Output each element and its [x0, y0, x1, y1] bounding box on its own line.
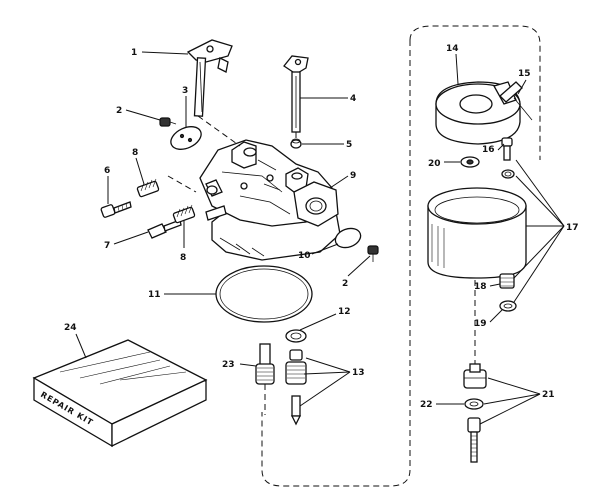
part-12-washer	[285, 329, 307, 343]
part-21-bowl-screw	[467, 417, 481, 463]
callout-7: 7	[104, 241, 110, 251]
part-2-screw-upper	[159, 117, 177, 127]
part-17-fuel-bowl	[427, 187, 527, 279]
callout-2-upper: 2	[116, 106, 122, 116]
callout-9: 9	[350, 171, 356, 181]
part-2-screw-lower	[367, 245, 379, 262]
callout-12: 12	[338, 307, 351, 317]
callout-24: 24	[64, 323, 77, 333]
callout-15: 15	[518, 69, 531, 79]
callout-1: 1	[131, 48, 137, 58]
part-24-repair-kit: REPAIR KIT	[32, 339, 208, 448]
part-9-carburetor-body	[199, 139, 341, 261]
part-1-throttle-shaft	[186, 39, 233, 117]
leader-lines	[75, 51, 565, 425]
callout-11: 11	[148, 290, 161, 300]
part-8-spring-upper	[136, 178, 160, 198]
part-6-idle-screw	[100, 201, 132, 218]
callout-16: 16	[482, 145, 495, 155]
callout-4: 4	[350, 94, 356, 104]
part-11-bowl-gasket	[215, 265, 313, 323]
part-18-spring	[499, 273, 515, 289]
part-13-needle-valve	[285, 349, 307, 426]
callout-5: 5	[346, 140, 352, 150]
callout-6: 6	[104, 166, 110, 176]
part-20-washer	[460, 156, 480, 168]
callout-8-lower: 8	[180, 253, 186, 263]
part-10-choke-plate	[334, 227, 362, 249]
part-8-spring-lower	[172, 204, 196, 224]
callout-23: 23	[222, 360, 235, 370]
callout-8-upper: 8	[132, 148, 138, 158]
callout-2-lower: 2	[342, 279, 348, 289]
part-21-bowl-nut	[463, 363, 487, 389]
callout-20: 20	[428, 159, 441, 169]
callout-10: 10	[298, 251, 311, 261]
callout-19: 19	[474, 319, 487, 329]
part-5-seal	[290, 138, 302, 149]
part-19-o-ring	[499, 300, 517, 312]
part-3-throttle-plate	[170, 126, 202, 150]
callout-13: 13	[352, 368, 365, 378]
part-16-washer	[501, 169, 515, 179]
callout-3: 3	[182, 86, 188, 96]
callout-17: 17	[566, 223, 579, 233]
part-22-gasket	[464, 398, 484, 410]
part-4-choke-shaft	[283, 55, 309, 133]
callout-14: 14	[446, 44, 459, 54]
callout-labels: 1 2 3 4 5 6 8 7 8 9 10 2 11 12 13 23 24 …	[64, 44, 579, 410]
callout-22: 22	[420, 400, 433, 410]
bowl-enclosure-dashed	[261, 25, 541, 487]
callout-18: 18	[474, 282, 487, 292]
part-16-screw	[501, 137, 513, 161]
callout-21: 21	[542, 390, 555, 400]
part-23-nozzle	[255, 343, 275, 385]
